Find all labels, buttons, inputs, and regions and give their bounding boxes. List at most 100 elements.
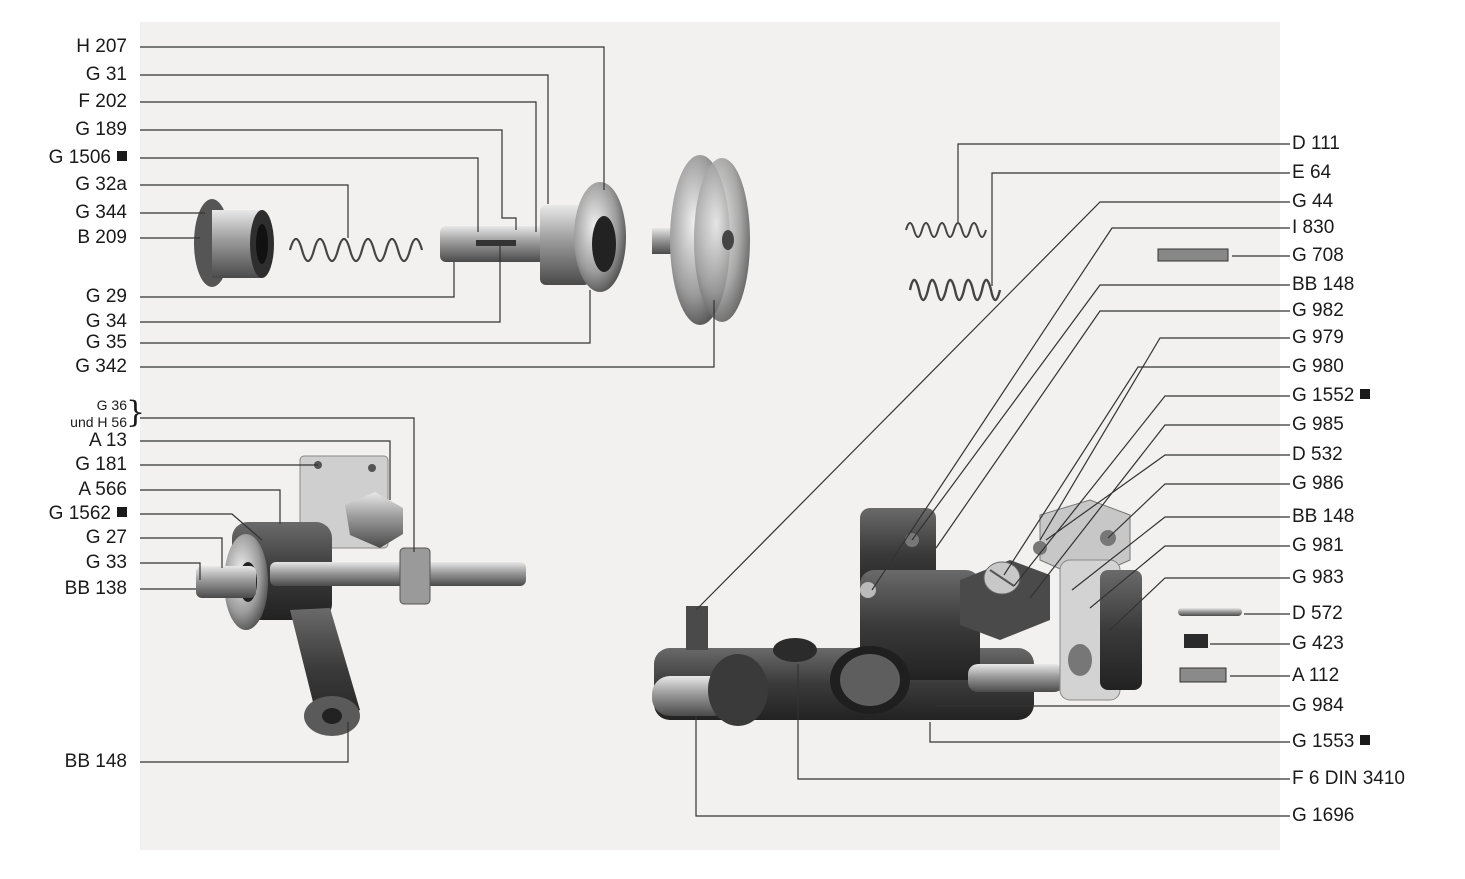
right-part-label-18: A 112 <box>1292 666 1339 686</box>
left-part-label-11: G 342 <box>75 357 127 377</box>
part-number-text: G 32a <box>75 174 127 195</box>
right-part-label-5: BB 148 <box>1292 275 1354 295</box>
bracket-g981 <box>1033 499 1208 701</box>
part-number-text: G 981 <box>1292 535 1344 556</box>
housing-g1696 <box>652 508 1064 726</box>
part-number-text: G 35 <box>85 332 127 353</box>
part-number-text: D 572 <box>1292 603 1343 624</box>
left-part-label-12: A 13 <box>89 431 127 451</box>
left-part-label-17: G 33 <box>86 553 127 573</box>
spring-d111 <box>905 222 987 238</box>
part-number-text: H 207 <box>76 36 127 57</box>
part-number-text: G 27 <box>85 527 127 548</box>
right-part-label-7: G 979 <box>1292 328 1344 348</box>
left-part-label-15: G 1562 <box>49 504 127 524</box>
spring-e64 <box>908 278 1002 302</box>
right-part-label-12: G 986 <box>1292 474 1344 494</box>
part-number-text: BB 148 <box>1292 274 1355 295</box>
left-part-label-5: G 32a <box>75 175 127 195</box>
part-number-text: A 566 <box>78 479 127 500</box>
part-number-text: G 986 <box>1292 473 1344 494</box>
combined-label-brace: } <box>126 395 146 430</box>
lever-assembly <box>196 455 526 736</box>
part-number-text: A 112 <box>1292 665 1340 686</box>
part-number-text: G 1553 <box>1292 731 1355 752</box>
right-part-label-13: BB 148 <box>1292 507 1354 527</box>
part-number-text: E 64 <box>1292 162 1332 183</box>
left-part-label-10: G 35 <box>86 333 127 353</box>
part-number-text: G 342 <box>75 356 127 377</box>
left-part-label-0: H 207 <box>76 37 127 57</box>
sleeve-b209 <box>194 199 274 287</box>
part-number-text: G 1562 <box>48 503 111 524</box>
spring-g32a <box>288 237 424 263</box>
part-number-text: G 34 <box>85 311 127 332</box>
pulley-g342 <box>652 155 750 325</box>
part-number-text: G 33 <box>85 552 127 573</box>
part-number-text: G 31 <box>85 64 127 85</box>
pin-d572 <box>1178 608 1242 616</box>
left-part-label-9: G 34 <box>86 312 127 332</box>
right-part-label-0: D 111 <box>1292 134 1340 154</box>
part-number-text: G 189 <box>75 119 127 140</box>
part-number-text: G 983 <box>1292 567 1344 588</box>
combined-label-line2: und H 56 <box>70 414 127 430</box>
right-part-label-20: G 1553 <box>1292 731 1371 752</box>
part-number-text: G 181 <box>75 454 127 475</box>
part-number-text: I 830 <box>1292 217 1335 238</box>
part-number-text: G 982 <box>1292 300 1344 321</box>
right-part-label-15: G 983 <box>1292 568 1344 588</box>
marker-square-icon <box>117 507 127 517</box>
part-number-text: G 1696 <box>1292 805 1355 826</box>
screw-g1552 <box>983 561 1021 595</box>
part-number-text: D 532 <box>1292 444 1343 465</box>
hub-h207 <box>540 182 626 292</box>
marker-square-icon <box>1360 389 1371 399</box>
part-number-text: BB 138 <box>64 578 127 599</box>
left-part-label-14: A 566 <box>78 480 127 500</box>
shaft-g29 <box>440 226 550 262</box>
right-part-label-6: G 982 <box>1292 301 1344 321</box>
combined-label-line1: G 36 <box>96 397 127 413</box>
part-number-text: G 708 <box>1292 245 1344 266</box>
right-part-label-9: G 1552 <box>1292 386 1371 406</box>
part-number-text: G 423 <box>1292 633 1344 654</box>
part-number-text: F 6 DIN 3410 <box>1292 768 1405 789</box>
part-number-text: G 344 <box>75 202 127 223</box>
right-part-label-8: G 980 <box>1292 357 1344 377</box>
part-number-text: D 111 <box>1292 133 1340 154</box>
left-part-label-8: G 29 <box>86 287 127 307</box>
part-number-text: G 980 <box>1292 356 1344 377</box>
left-part-label-1: G 31 <box>86 65 127 85</box>
left-part-label-4: G 1506 <box>49 148 127 168</box>
left-part-label-13: G 181 <box>75 455 127 475</box>
part-number-text: G 979 <box>1292 327 1344 348</box>
spring-g708 <box>1157 248 1229 262</box>
leader-lines <box>140 46 1290 817</box>
part-number-text: G 1506 <box>48 147 111 168</box>
part-number-text: BB 148 <box>1292 506 1355 527</box>
left-part-label-16: G 27 <box>86 528 127 548</box>
part-number-text: B 209 <box>77 227 127 248</box>
right-part-label-4: G 708 <box>1292 246 1344 266</box>
part-number-text: G 985 <box>1292 414 1344 435</box>
right-part-label-21: F 6 DIN 3410 <box>1292 769 1405 789</box>
left-part-label-6: G 344 <box>75 203 127 223</box>
left-part-label-2: F 202 <box>78 92 127 112</box>
right-part-label-10: G 985 <box>1292 415 1344 435</box>
part-number-text: BB 148 <box>64 751 127 772</box>
right-part-label-1: E 64 <box>1292 163 1331 183</box>
part-number-text: F 202 <box>78 91 127 112</box>
left-part-label-19: BB 148 <box>65 752 127 772</box>
screw-a112 <box>1179 667 1227 683</box>
left-part-label-18: BB 138 <box>65 579 127 599</box>
right-part-label-14: G 981 <box>1292 536 1344 556</box>
part-number-text: G 44 <box>1292 191 1334 212</box>
right-part-label-16: D 572 <box>1292 604 1343 624</box>
right-part-label-19: G 984 <box>1292 696 1344 716</box>
part-number-text: G 984 <box>1292 695 1344 716</box>
right-part-label-17: G 423 <box>1292 634 1344 654</box>
marker-square-icon <box>117 151 127 161</box>
